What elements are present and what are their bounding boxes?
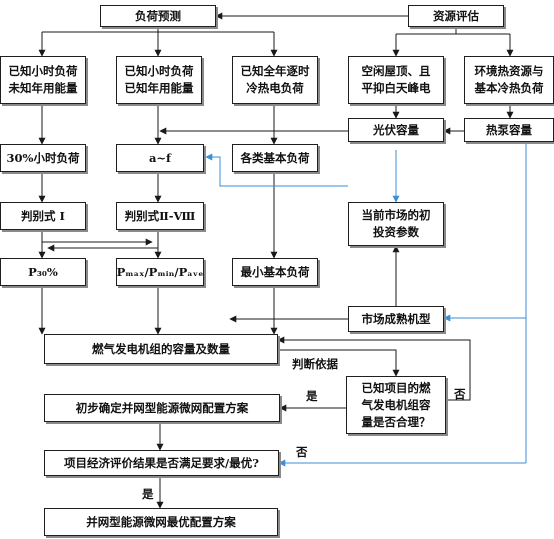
arrow [278,349,400,377]
node-gas-generator: 燃气发电机组的容量及数量 [44,334,278,364]
node-resource-evaluation: 资源评估 [408,5,504,27]
node-pv-capacity: 光伏容量 [348,118,444,142]
node-min-basic-load: 最小基本负荷 [232,258,318,286]
node-p-ratio: Pₘₐₓ/Pₘᵢₙ/Pₐᵥₑ [116,258,204,286]
node-market-maturity: 市场成熟机型 [348,306,444,332]
node-criterion-2-8: 判别式Ⅱ-Ⅷ [116,202,204,230]
node-known-annual-loads: 已知全年逐时 冷热电负荷 [232,56,318,104]
node-p-30pct: P₃₀% [0,258,86,286]
label-yes: 是 [306,389,318,403]
node-initial-investment: 当前市场的初 投资参数 [348,202,444,246]
label-yes-economic: 是 [142,487,154,501]
node-heat-pump-capacity: 热泵容量 [464,118,554,142]
node-initial-config: 初步确定并网型能源微网配置方案 [44,394,280,422]
node-economic-evaluation: 项目经济评价结果是否满足要求/最优? [44,450,279,476]
node-alpha-f: a~f [116,144,204,172]
arrow [277,336,471,401]
node-basic-loads: 各类基本负荷 [232,144,318,172]
label-judgement-basis: 判断依据 [292,357,338,371]
node-idle-roof: 空闲屋顶、且 平抑白天峰电 [348,56,444,104]
label-no: 否 [454,387,466,401]
node-load-forecast: 负荷预测 [100,5,216,27]
arrow-blue [205,153,348,187]
node-known-hourly-unknown-annual: 已知小时负荷 未知年用能量 [0,56,86,104]
node-capacity-reasonable-decision: 已知项目的燃 气发电机组容 量是否合理？ [346,376,446,434]
node-env-heat-resource: 环境热资源与 基本冷热负荷 [464,56,554,104]
node-hourly-load-30pct: 30%小时负荷 [0,144,86,172]
node-criterion-1: 判别式 I [0,202,86,230]
node-optimal-config: 并网型能源微网最优配置方案 [44,508,278,536]
node-known-hourly-known-annual: 已知小时负荷 已知年用能量 [116,56,202,104]
label-no-economic: 否 [296,445,308,459]
